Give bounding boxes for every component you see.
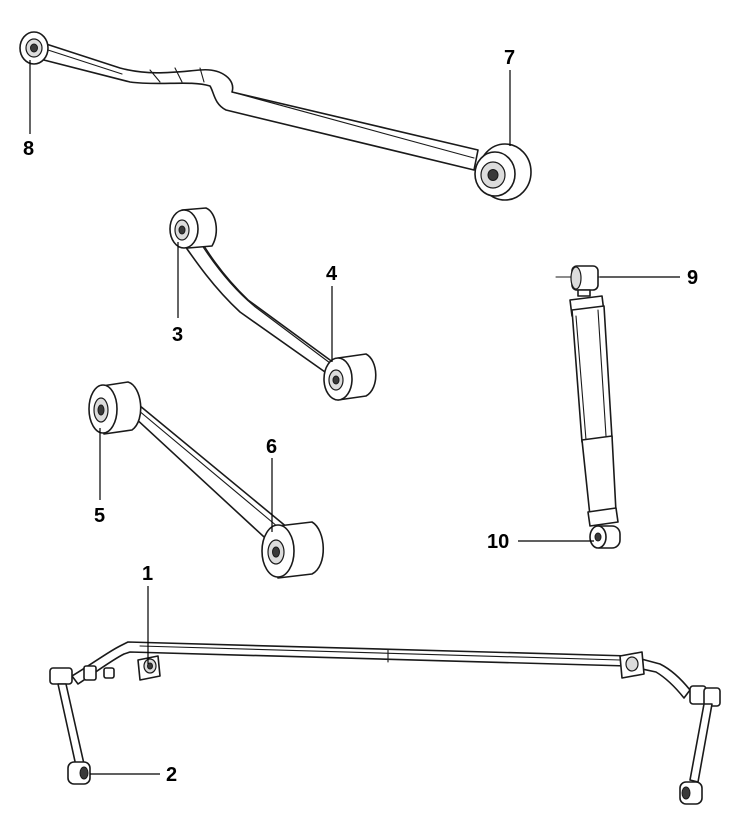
callout-6: 6 — [266, 436, 277, 458]
callout-3: 3 — [172, 324, 183, 346]
stabilizer-right-end-link — [679, 685, 721, 805]
shock-absorber — [555, 265, 621, 549]
callout-8: 8 — [23, 138, 34, 160]
upper-control-arm — [169, 207, 377, 401]
shock-top-mount — [555, 265, 611, 297]
callout-labels: 1 2 3 4 5 6 7 8 9 10 — [23, 47, 698, 786]
track-bar — [19, 31, 532, 201]
lower-arm-bottom-bushing — [261, 521, 324, 579]
leader-lines — [29, 60, 680, 775]
callout-5: 5 — [94, 505, 105, 527]
callout-9: 9 — [687, 267, 698, 289]
track-bar-left-bushing — [19, 31, 49, 65]
stabilizer-bar — [49, 641, 721, 805]
stabilizer-left-end-link — [49, 667, 91, 785]
callout-1: 1 — [142, 563, 153, 585]
shock-bottom-eye — [589, 525, 621, 549]
lower-arm-top-bushing — [88, 381, 142, 435]
upper-arm-top-bushing — [169, 207, 218, 249]
lower-control-arm — [88, 381, 324, 579]
callout-7: 7 — [504, 47, 515, 69]
stabilizer-right-bushing — [619, 651, 645, 679]
callout-4: 4 — [326, 263, 338, 285]
upper-arm-bottom-bushing — [323, 353, 377, 401]
callout-2: 2 — [166, 764, 177, 786]
stabilizer-left-bushing — [137, 655, 161, 681]
track-bar-right-bushing — [474, 143, 532, 201]
callout-10: 10 — [487, 531, 509, 553]
